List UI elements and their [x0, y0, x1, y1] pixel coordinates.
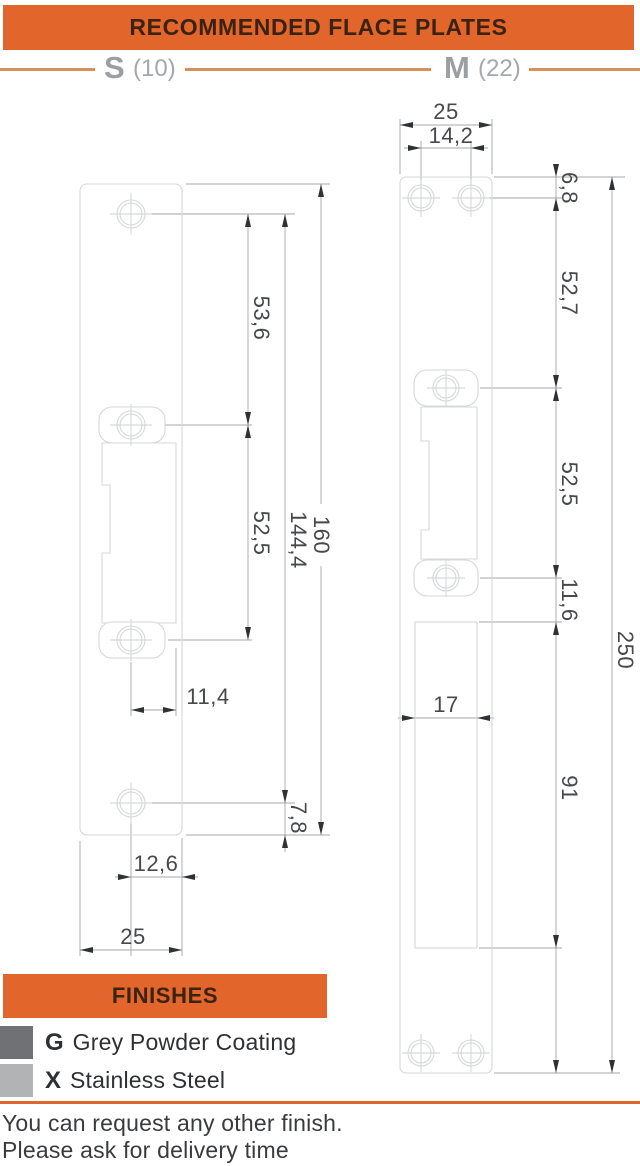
dim-m-width: 25	[433, 99, 458, 124]
finishes-title: FINISHES	[111, 983, 219, 1008]
finish-row-grey: G Grey Powder Coating	[0, 1026, 296, 1059]
dim-s-height: 160	[309, 516, 334, 554]
dim-s-hole-gap-mid: 52,5	[249, 511, 274, 556]
dim-m-gap-mid: 52,5	[557, 462, 582, 507]
rule-middle	[185, 68, 431, 71]
rule-right	[529, 68, 640, 71]
dim-m-gap-cut: 11,6	[557, 578, 582, 621]
variant-s-label: S	[104, 50, 125, 85]
orange-divider	[0, 1101, 640, 1104]
page-title: RECOMMENDED FLACE PLATES	[129, 14, 508, 40]
rule-left	[0, 68, 95, 71]
dim-m-gap-top: 52,7	[557, 271, 582, 316]
dim-m-cut-height: 91	[557, 775, 582, 800]
finish-label: Stainless Steel	[70, 1067, 226, 1093]
footer-note: You can request any other finish. Please…	[2, 1110, 343, 1164]
title-bar: RECOMMENDED FLACE PLATES	[3, 5, 634, 50]
finish-code: X	[45, 1066, 62, 1094]
dim-s-width: 25	[120, 924, 145, 949]
stainless-swatch-icon	[0, 1064, 33, 1097]
plate-m-drawing: 25 14,2 17 6,8 52,7 52,5 11,6 91 250	[398, 99, 638, 1074]
dim-m-hole-gap-x: 14,2	[429, 123, 474, 148]
plate-s-drawing: 53,6 52,5 144,4 160 7,8 11,4 12,6 25	[79, 183, 334, 956]
grey-swatch-icon	[0, 1026, 33, 1059]
variant-s-qty: (10)	[133, 55, 176, 82]
dim-m-height: 250	[613, 631, 638, 669]
dim-s-hole-gap-top: 53,6	[249, 296, 274, 341]
dim-s-holes-span: 144,4	[286, 511, 311, 569]
dim-s-hole-bottom-offset: 7,8	[286, 802, 311, 834]
dim-m-cut-width: 17	[433, 692, 458, 717]
finish-row-stainless: X Stainless Steel	[0, 1064, 225, 1097]
finish-code: G	[45, 1028, 64, 1056]
footer-line-2: Please ask for delivery time	[2, 1137, 289, 1163]
dim-m-top-offset: 6,8	[557, 172, 582, 204]
footer-line-1: You can request any other finish.	[2, 1110, 343, 1136]
screw-holes-m	[407, 184, 485, 1067]
finish-label: Grey Powder Coating	[72, 1029, 297, 1055]
screw-holes-s	[116, 199, 146, 818]
variant-m-qty: (22)	[478, 55, 521, 82]
finishes-bar: FINISHES	[3, 974, 327, 1018]
variant-m-label: M	[444, 50, 470, 85]
dim-s-hole-to-edge: 12,6	[134, 851, 179, 876]
dim-s-cut-offset: 11,4	[186, 684, 229, 709]
